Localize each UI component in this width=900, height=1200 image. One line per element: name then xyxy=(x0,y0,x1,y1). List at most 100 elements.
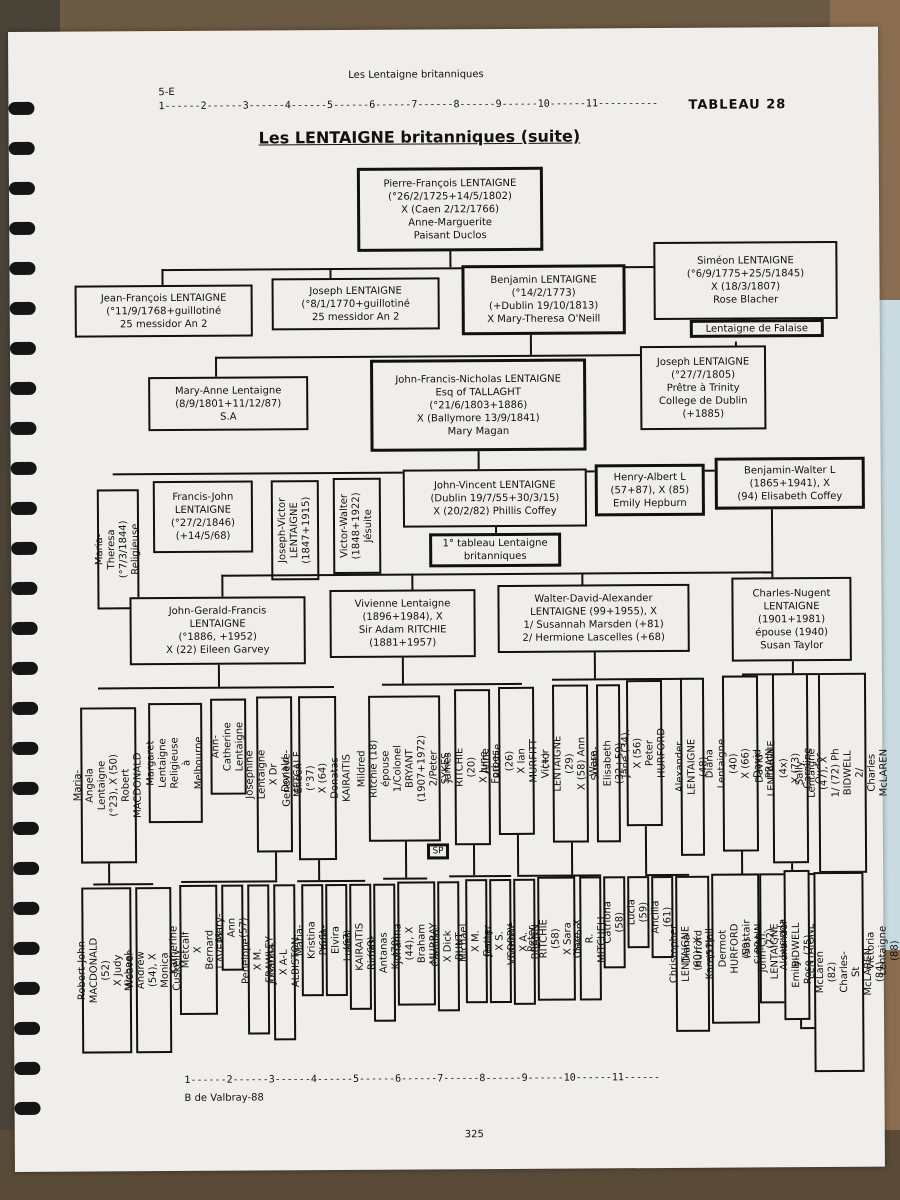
person-joseph-1805: Joseph LENTAIGNE (°27/7/1805) Prêtre à T… xyxy=(640,345,767,430)
person-text: Jean-François LENTAIGNE (°11/9/1768+guil… xyxy=(101,291,227,331)
connector xyxy=(473,845,475,875)
binding-coil xyxy=(10,422,36,435)
person-text: Emily-Rose McLaren (82) Charles-St McLAR… xyxy=(791,948,887,996)
person-text: John-Vincent LENTAIGNE (Dublin 19/7/55+3… xyxy=(430,478,559,518)
running-title: Les Lentaigne britanniques xyxy=(348,69,484,81)
person-alexander-bidwell: Alexander BIDWELL (75) xyxy=(784,870,811,1020)
connector xyxy=(382,683,522,686)
binding-coil xyxy=(9,222,35,235)
binding-coil xyxy=(13,902,39,915)
person-text: Walter-David-Alexander LENTAIGNE (99+195… xyxy=(522,592,665,645)
person-text: Maria-Theresa (°7/3/1844) Religieuse xyxy=(94,520,142,578)
person-ann-catherine: Ann-Catherine Lentaigne xyxy=(210,699,247,795)
person-text: Catriona (58) xyxy=(602,901,626,944)
connector xyxy=(594,652,596,678)
ref-text: Lentaigne de Falaise xyxy=(706,322,808,336)
binding-coil xyxy=(9,262,35,275)
person-lucia: Lucia (59) xyxy=(627,876,649,948)
binding-coil xyxy=(11,582,37,595)
person-text: Lucia (59) xyxy=(626,899,650,925)
connector xyxy=(93,883,153,885)
binding-coil xyxy=(13,782,39,795)
connector xyxy=(517,835,519,875)
person-maria-angela: Maria-Angela Lentaigne (°23), X (50) Rob… xyxy=(80,707,137,863)
person-text: Victor-Walter (1848+1922) Jésuite xyxy=(339,492,375,559)
person-text: Vivienne Lentaigne (1896+1984), X Sir Ad… xyxy=(355,597,451,650)
person-katherine-metcalf: Katherine Metcalf X Bernard LAVERY xyxy=(179,885,218,1015)
person-text: Maria-Angela Lentaigne (°23), X (50) Rob… xyxy=(72,752,144,818)
connector xyxy=(181,880,277,883)
person-text: Henry-Albert L (57+87), X (85) Emily Hep… xyxy=(610,470,689,509)
person-text: Pierre-François LENTAIGNE (°26/2/1725+14… xyxy=(384,176,517,242)
connector xyxy=(108,863,110,883)
connector xyxy=(161,269,163,285)
binding-coil xyxy=(9,182,35,195)
connector xyxy=(402,658,404,684)
person-victor-lentaigne: Victor LENTAIGNE (29) X (58) Ann Ware xyxy=(552,684,589,842)
person-walter-david-alexander: Walter-David-Alexander LENTAIGNE (99+195… xyxy=(497,584,689,653)
person-joseph-1770: Joseph LENTAIGNE (°8/1/1770+guillotiné 2… xyxy=(272,277,440,330)
connector xyxy=(449,875,511,877)
person-henry-albert: Henry-Albert L (57+87), X (85) Emily Hep… xyxy=(595,464,705,517)
person-john-gerald-francis: John-Gerald-Francis LENTAIGNE (°1886, +1… xyxy=(129,596,305,665)
connector xyxy=(571,843,573,875)
binding-coil xyxy=(13,822,39,835)
binding-coil xyxy=(10,382,36,395)
person-text: Sally Lentaigne (47), X 1/ (72) Ph BIDWE… xyxy=(794,748,890,798)
sp-text: SP xyxy=(432,845,443,858)
person-text: Benjamin LENTAIGNE (°14/2/1773) (+Dublin… xyxy=(487,273,600,326)
person-text: John-Gerald-Francis LENTAIGNE (°1886, +1… xyxy=(166,604,270,657)
person-genevieve-eileen: Geneviève-Eileen (°37) X (64) Donatas KA… xyxy=(298,696,337,860)
person-mclaren-children: Emily-Rose McLaren (82) Charles-St McLAR… xyxy=(813,872,864,1072)
person-mary-anne: Mary-Anne Lentaigne (8/9/1801+11/12/87) … xyxy=(148,376,308,431)
person-text: Ann-Catherine Lentaigne xyxy=(210,722,246,772)
person-catriona: Catriona (58) xyxy=(603,876,626,968)
author-credit: B de Valbray-88 xyxy=(184,1092,263,1103)
person-anne-ritchie: Anne Ritchie (26) X Ian MURFITT (+) xyxy=(498,687,535,835)
connector xyxy=(771,509,773,571)
section-ref: 5-E xyxy=(158,87,174,98)
person-peter-ritchie: Peter RITCHIE (58) X Sara Dyson xyxy=(537,877,576,1001)
connector xyxy=(645,826,647,874)
person-benjamin-walter: Benjamin-Walter L (1865+1941), X (94) El… xyxy=(715,457,865,510)
person-benjamin: Benjamin LENTAIGNE (°14/2/1773) (+Dublin… xyxy=(461,264,625,335)
connector xyxy=(98,686,334,689)
person-johanna-metcalf: Johanna, X A-L ALBISTON xyxy=(273,884,296,1040)
top-generation-scale: 1------2------3------4------5------6----… xyxy=(158,98,658,112)
binding-coil xyxy=(14,942,40,955)
person-joseph-victor: Joseph-Victor LENTAIGNE (1847+1915) xyxy=(271,480,320,580)
person-maria-theresa: Maria-Theresa (°7/3/1844) Religieuse xyxy=(97,489,140,609)
person-susan-elisabeth: Susan-Elisabeth (32+59) xyxy=(596,684,621,842)
binding-coil xyxy=(9,142,35,155)
tableau-number: TABLEAU 28 xyxy=(688,97,786,113)
binding-coil xyxy=(11,502,37,515)
binding-coil xyxy=(10,342,36,355)
person-mildred-ritchie: Mildred Ritchie (18) épouse 1/Colonel BR… xyxy=(368,695,441,841)
binding-coil xyxy=(12,702,38,715)
binding-coil xyxy=(8,102,34,115)
connector xyxy=(275,852,277,880)
person-text: Margaret Lentaigne Religieuse à Melbourn… xyxy=(145,736,205,789)
binding-coil xyxy=(12,662,38,675)
page-number: 325 xyxy=(465,1129,484,1140)
person-text: Joseph LENTAIGNE (°27/7/1805) Prêtre à T… xyxy=(657,355,750,421)
connector xyxy=(297,880,365,882)
person-john-francis-nicholas: John-Francis-Nicholas LENTAIGNE Esq of T… xyxy=(370,358,587,451)
person-text: Geneviève-Eileen (°37) X (64) Donatas KA… xyxy=(281,749,353,806)
binding-coil xyxy=(13,862,39,875)
binding-coil xyxy=(11,542,37,555)
person-simeon: Siméon LENTAIGNE (°6/9/1775+25/5/1845) X… xyxy=(653,241,837,320)
person-text: Jane (34), X (56) Peter HURFORD xyxy=(620,728,668,778)
person-text: John-Francis-Nicholas LENTAIGNE Esq of T… xyxy=(395,372,561,438)
person-charles-nugent: Charles-Nugent LENTAIGNE (1901+1981) épo… xyxy=(731,577,852,662)
connector xyxy=(405,842,407,878)
person-vivienne: Vivienne Lentaigne (1896+1984), X Sir Ad… xyxy=(329,589,475,658)
person-text: Charles-Nugent LENTAIGNE (1901+1981) épo… xyxy=(752,586,830,651)
connector xyxy=(318,860,320,880)
binding-coil xyxy=(10,302,36,315)
binding-coil xyxy=(15,1102,41,1115)
binding-coil xyxy=(12,622,38,635)
tree-area: Les Lentaigne britanniques 5-E 1------2-… xyxy=(48,27,885,1172)
binding-coil xyxy=(11,462,37,475)
connector xyxy=(215,357,217,377)
